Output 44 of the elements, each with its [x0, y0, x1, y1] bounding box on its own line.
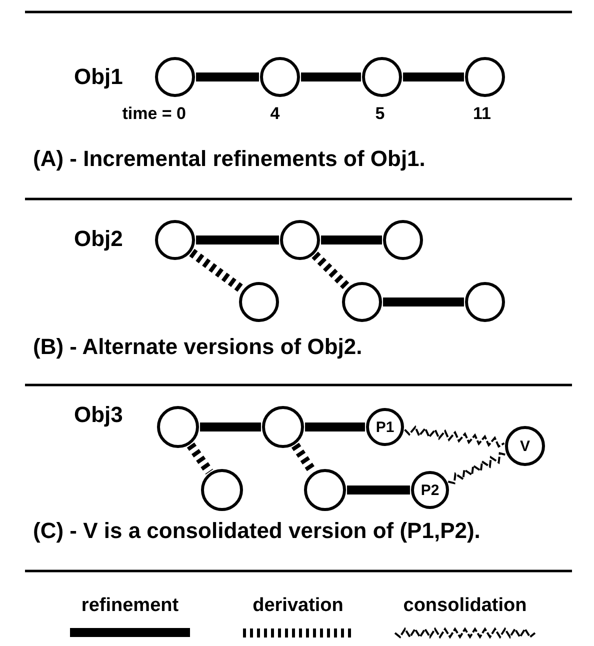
version-circle [383, 220, 423, 260]
derivation-line [312, 252, 350, 290]
version-circle: V [505, 426, 545, 466]
object-label: Obj2 [74, 226, 123, 252]
version-circle [262, 406, 304, 448]
refinement-line [301, 72, 361, 82]
object-label: Obj3 [74, 402, 123, 428]
time-label: time = 0 [122, 104, 186, 124]
legend-label: refinement [81, 595, 179, 617]
version-circle: P1 [366, 408, 404, 446]
time-label: 4 [270, 104, 280, 124]
derivation-line [186, 442, 214, 475]
version-circle [155, 57, 195, 97]
version-circle [304, 469, 346, 511]
object-label: Obj1 [74, 64, 123, 90]
refinement-line [321, 236, 382, 244]
refinement-line [305, 422, 365, 432]
legend-label: derivation [252, 595, 344, 617]
refinement-line [383, 298, 464, 306]
version-circle [342, 282, 382, 322]
version-circle [260, 57, 300, 97]
derivation-line [189, 248, 245, 294]
version-circle [201, 469, 243, 511]
version-circle [155, 220, 195, 260]
version-circle [157, 406, 199, 448]
version-circle [465, 282, 505, 322]
version-circle [362, 57, 402, 97]
refinement-line [196, 236, 279, 244]
version-circle [239, 282, 279, 322]
legend-label: consolidation [403, 595, 527, 617]
refinement-line [200, 422, 261, 432]
time-label: 11 [473, 104, 491, 124]
refinement-line [403, 72, 464, 82]
version-circle [280, 220, 320, 260]
version-circle: P2 [411, 471, 449, 509]
time-label: 5 [375, 104, 385, 124]
consolidation-line [404, 425, 505, 448]
refinement-line [347, 486, 410, 494]
refinement-line [196, 72, 259, 82]
consolidation-line [448, 452, 506, 484]
version-circle [465, 57, 505, 97]
caption: (B) - Alternate versions of Obj2. [33, 334, 362, 360]
caption: (A) - Incremental refinements of Obj1. [33, 146, 426, 172]
caption: (C) - V is a consolidated version of (P1,P2). [33, 518, 480, 544]
